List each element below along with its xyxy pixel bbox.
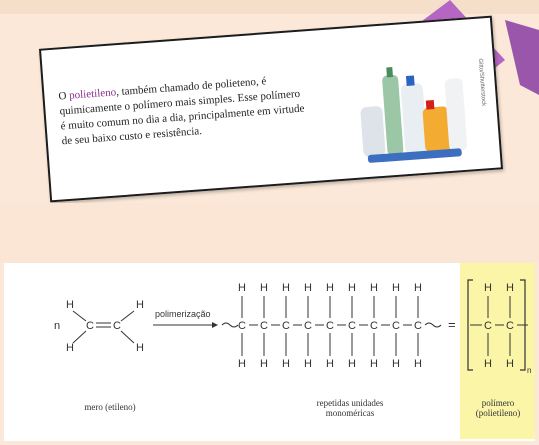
unit-h-bottom: H <box>484 358 492 370</box>
polymerization-label: polimerização <box>155 309 211 319</box>
chain-c: C <box>392 320 400 332</box>
chain-c: C <box>370 320 378 332</box>
chain-h-bottom: H <box>238 358 246 370</box>
chain-h-top: H <box>326 282 334 294</box>
equals-sign: = <box>448 317 456 332</box>
chain-h-bottom: H <box>414 358 422 370</box>
unit-c: C <box>506 320 514 332</box>
chain-c: C <box>282 320 290 332</box>
chain-h-top: H <box>238 282 246 294</box>
svg-text:H: H <box>66 342 74 354</box>
unit-c: C <box>484 320 492 332</box>
reaction-arrow <box>153 322 218 328</box>
chain-h-top: H <box>260 282 268 294</box>
chain-h-top: H <box>348 282 356 294</box>
label-polymer: polímero (polietileno) <box>475 398 521 418</box>
info-card: O polietileno, também chamado de poliete… <box>38 15 504 203</box>
photo-credit: Gitto/Shutterstock <box>476 58 487 107</box>
reaction-panel <box>4 263 535 441</box>
chain-end-left <box>221 322 239 328</box>
chain-h-top: H <box>304 282 312 294</box>
chain-h-top: H <box>370 282 378 294</box>
polymer-subscript: n <box>527 366 531 375</box>
chain-h-bottom: H <box>370 358 378 370</box>
chain-c: C <box>238 320 246 332</box>
chain-c: C <box>260 320 268 332</box>
unit-h-top: H <box>484 282 492 294</box>
chain-h-top: H <box>392 282 400 294</box>
unit-h-bottom: H <box>506 358 514 370</box>
chain-h-bottom: H <box>348 358 356 370</box>
top-band <box>0 0 539 14</box>
label-monomer: mero (etileno) <box>84 402 136 412</box>
chain-c: C <box>414 320 422 332</box>
chain-h-bottom: H <box>392 358 400 370</box>
chain-h-bottom: H <box>326 358 334 370</box>
chain-c: C <box>304 320 312 332</box>
chain-c: C <box>326 320 334 332</box>
chain-c: C <box>348 320 356 332</box>
label-repeating-units: repetidas unidades monoméricas <box>316 398 384 418</box>
chain-h-top: H <box>282 282 290 294</box>
svg-text:H: H <box>66 299 74 311</box>
monomer-coefficient: n <box>54 320 60 332</box>
unit-h-top: H <box>506 282 514 294</box>
svg-text:C: C <box>113 320 121 332</box>
polymerization-equation: n H H C C H H polimerização HCHHCHHCHHCH… <box>54 263 535 439</box>
polyethylene-highlight: polietileno <box>68 86 117 102</box>
repeat-brackets <box>467 279 526 371</box>
svg-text:H: H <box>136 342 144 354</box>
ethylene-structure: H H C C H H <box>66 299 144 354</box>
svg-text:C: C <box>86 320 94 332</box>
svg-text:H: H <box>136 299 144 311</box>
repeating-chain: H C H H C H H C H H C H H C H H C H H C H H C H H C H <box>221 282 442 370</box>
plastic-bottles-photo <box>360 67 468 163</box>
chain-h-bottom: H <box>260 358 268 370</box>
chain-h-top: H <box>414 282 422 294</box>
polymer-repeat-unit: H C H H C H <box>470 282 528 370</box>
chain-h-bottom: H <box>304 358 312 370</box>
card-description: O polietileno, também chamado de poliete… <box>58 75 305 148</box>
chain-end-right <box>424 322 442 328</box>
chain-h-bottom: H <box>282 358 290 370</box>
polymer-box <box>460 263 535 439</box>
middle-band <box>0 203 539 263</box>
